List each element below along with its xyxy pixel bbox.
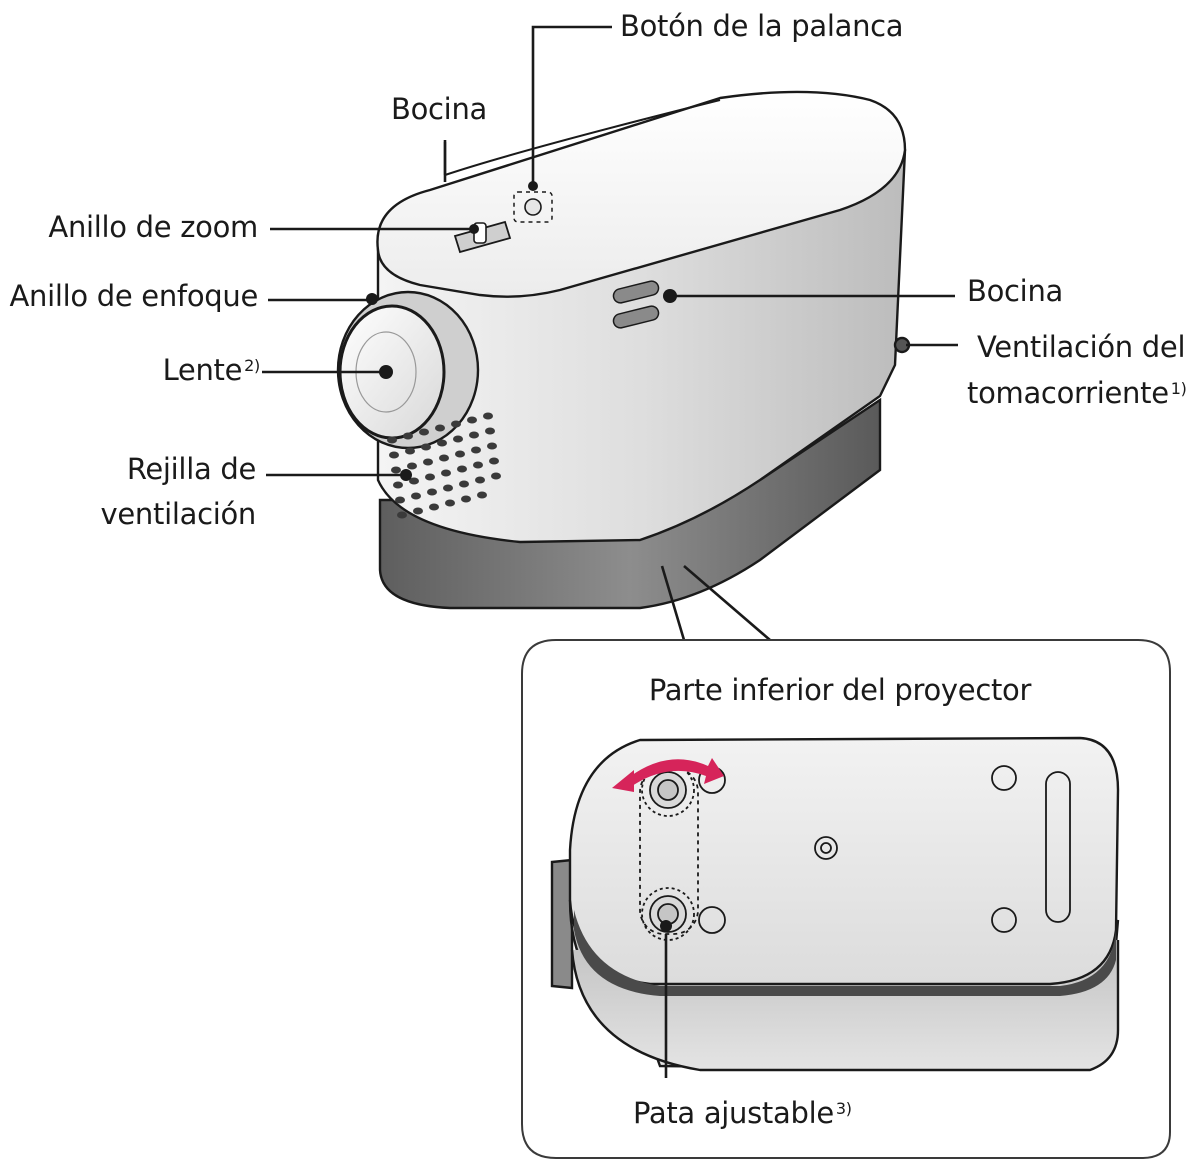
vent-hole: [467, 416, 477, 424]
label-rejilla-line1: Rejilla de: [126, 452, 256, 486]
vent-hole: [429, 503, 439, 511]
vent-hole: [471, 446, 481, 454]
projector-body: [336, 90, 911, 610]
vent-hole: [475, 476, 485, 484]
inset-box: [521, 639, 1171, 1159]
label-rejilla-line2: ventilación: [100, 497, 257, 531]
vent-hole: [411, 492, 421, 500]
vent-hole: [443, 484, 453, 492]
vent-hole: [455, 450, 465, 458]
vent-hole: [425, 473, 435, 481]
vent-hole: [413, 507, 423, 515]
vent-hole: [487, 442, 497, 450]
pata-note: 3): [835, 1099, 852, 1118]
label-bocina-right: Bocina: [967, 274, 1063, 308]
label-bocina-top: Bocina: [391, 92, 487, 126]
vent-hole: [437, 439, 447, 447]
label-anillo-enfoque: Anillo de enfoque: [9, 279, 258, 313]
vent-hole: [459, 480, 469, 488]
vent-hole: [491, 472, 501, 480]
leader-lines: [262, 25, 958, 641]
vent-hole: [393, 481, 403, 489]
vent-hole: [421, 443, 431, 451]
vent-hole: [387, 436, 397, 444]
label-ventilacion-line1: Ventilación del: [977, 330, 1186, 364]
vent-hole: [461, 495, 471, 503]
vent-hole: [483, 412, 493, 420]
vent-grille: [387, 412, 501, 519]
vent-hole: [485, 427, 495, 435]
inset-title: Parte inferior del proyector: [648, 673, 1032, 707]
vent-hole: [397, 511, 407, 519]
rotation-arrow: [612, 758, 724, 792]
vent-hole: [391, 466, 401, 474]
vent-hole: [435, 424, 445, 432]
vent-hole: [395, 496, 405, 504]
vent-hole: [409, 477, 419, 485]
vent-hole: [389, 451, 399, 459]
vent-hole: [419, 428, 429, 436]
vent-hole: [477, 491, 487, 499]
lente-note: 2): [244, 356, 260, 375]
vent-hole: [469, 431, 479, 439]
vent-hole: [445, 499, 455, 507]
vent-hole: [457, 465, 467, 473]
vent-hole: [489, 457, 499, 465]
vent-hole: [403, 432, 413, 440]
vent-hole: [439, 454, 449, 462]
label-boton-palanca: Botón de la palanca: [620, 9, 904, 43]
vent-hole: [423, 458, 433, 466]
projector-top: [376, 90, 907, 298]
label-anillo-zoom: Anillo de zoom: [48, 210, 258, 244]
ventilacion-note: 1): [1170, 379, 1187, 398]
vent-hole: [405, 447, 415, 455]
vent-hole: [473, 461, 483, 469]
vent-hole: [441, 469, 451, 477]
vent-hole: [451, 420, 461, 428]
vent-hole: [427, 488, 437, 496]
vent-hole: [453, 435, 463, 443]
vent-hole: [407, 462, 417, 470]
